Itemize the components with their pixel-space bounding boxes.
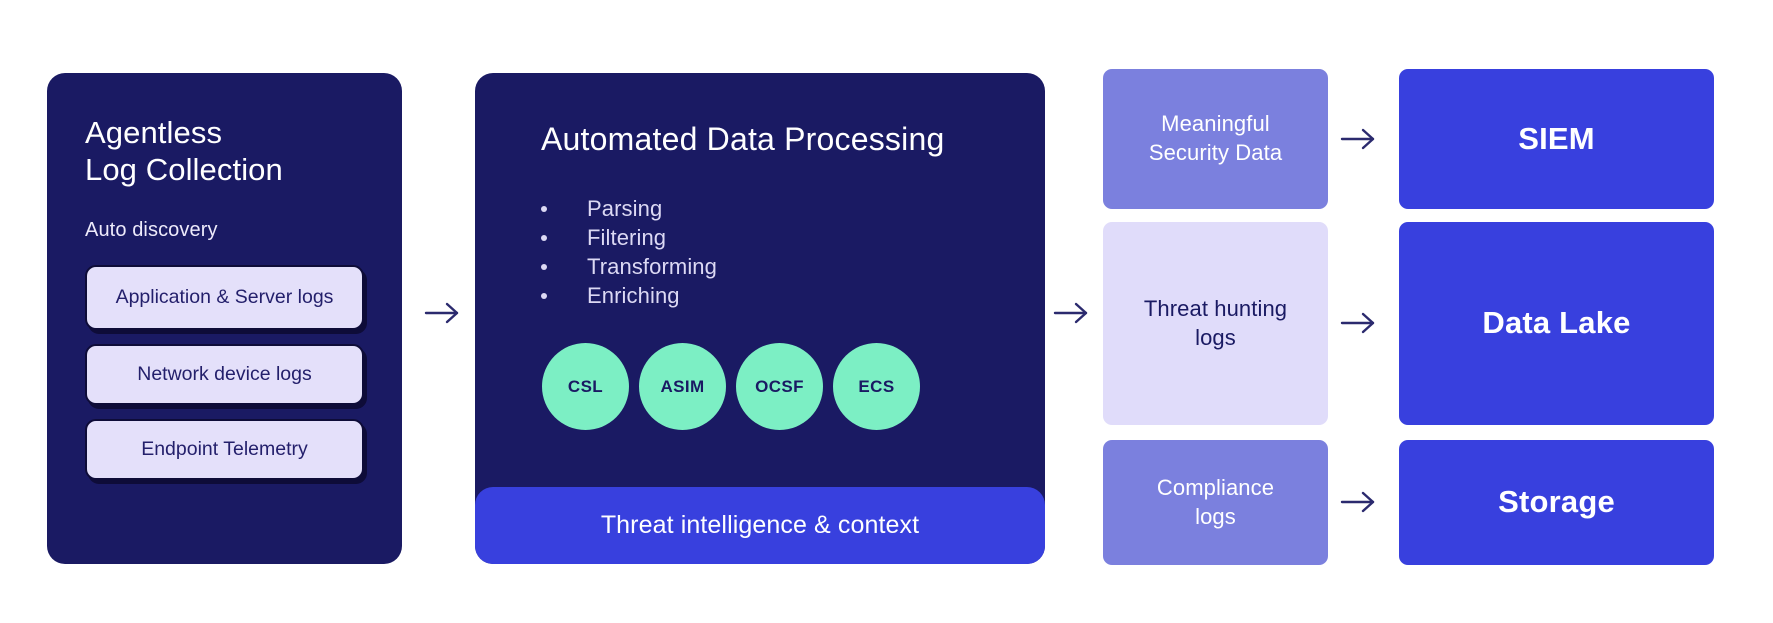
schema-format-circle-asim[interactable]: ASIM: [639, 343, 726, 430]
processing-step-enriching: Enriching: [475, 281, 1045, 310]
processing-step-transforming: Transforming: [475, 252, 1045, 281]
schema-format-circle-ecs[interactable]: ECS: [833, 343, 920, 430]
destination-box-storage[interactable]: Storage: [1399, 440, 1714, 565]
automated-data-processing-panel: Automated Data Processing Parsing Filter…: [475, 73, 1045, 564]
processing-step-filtering: Filtering: [475, 223, 1045, 252]
log-source-chip-endpoint-telemetry[interactable]: Endpoint Telemetry: [85, 418, 364, 480]
schema-format-circle-csl[interactable]: CSL: [542, 343, 629, 430]
threat-intelligence-context-bar: Threat intelligence & context: [475, 487, 1045, 564]
collection-panel-subtitle: Auto discovery: [85, 218, 218, 241]
destination-box-data-lake[interactable]: Data Lake: [1399, 222, 1714, 425]
processing-step-parsing: Parsing: [475, 194, 1045, 223]
output-data-box-compliance-logs[interactable]: Compliance logs: [1103, 440, 1328, 565]
schema-format-circle-ocsf[interactable]: OCSF: [736, 343, 823, 430]
arrow-right-icon-collection-to-processing: [421, 296, 465, 330]
processing-panel-title: Automated Data Processing: [541, 121, 945, 157]
output-data-box-meaningful-security-data[interactable]: Meaningful Security Data: [1103, 69, 1328, 209]
schema-format-circle-row: CSL ASIM OCSF ECS: [475, 310, 1045, 430]
processing-steps-list: Parsing Filtering Transforming Enriching: [475, 158, 1045, 310]
arrow-right-icon-processing-to-outputs: [1050, 296, 1094, 330]
log-source-chip-network-device[interactable]: Network device logs: [85, 343, 364, 405]
agentless-log-collection-panel: Agentless Log Collection Auto discovery …: [47, 73, 402, 564]
log-source-chip-list: Application & Server logs Network device…: [85, 264, 364, 480]
collection-panel-title: Agentless Log Collection: [85, 115, 283, 187]
arrow-right-icon-row-2: [1337, 306, 1381, 340]
log-source-chip-application-server[interactable]: Application & Server logs: [85, 264, 364, 330]
output-data-box-threat-hunting-logs[interactable]: Threat hunting logs: [1103, 222, 1328, 425]
arrow-right-icon-row-1: [1337, 122, 1381, 156]
arrow-right-icon-row-3: [1337, 485, 1381, 519]
destination-box-siem[interactable]: SIEM: [1399, 69, 1714, 209]
